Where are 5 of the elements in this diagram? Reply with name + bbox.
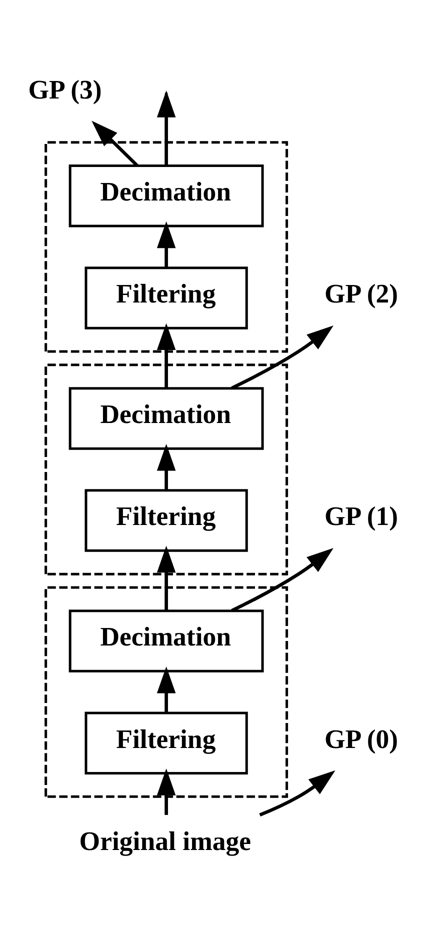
- node-text: GP (2): [324, 278, 398, 308]
- node-text: GP (0): [324, 723, 398, 754]
- node-text: GP (1): [324, 500, 398, 531]
- node-text: GP (3): [28, 74, 102, 104]
- node-text: Original image: [79, 825, 252, 856]
